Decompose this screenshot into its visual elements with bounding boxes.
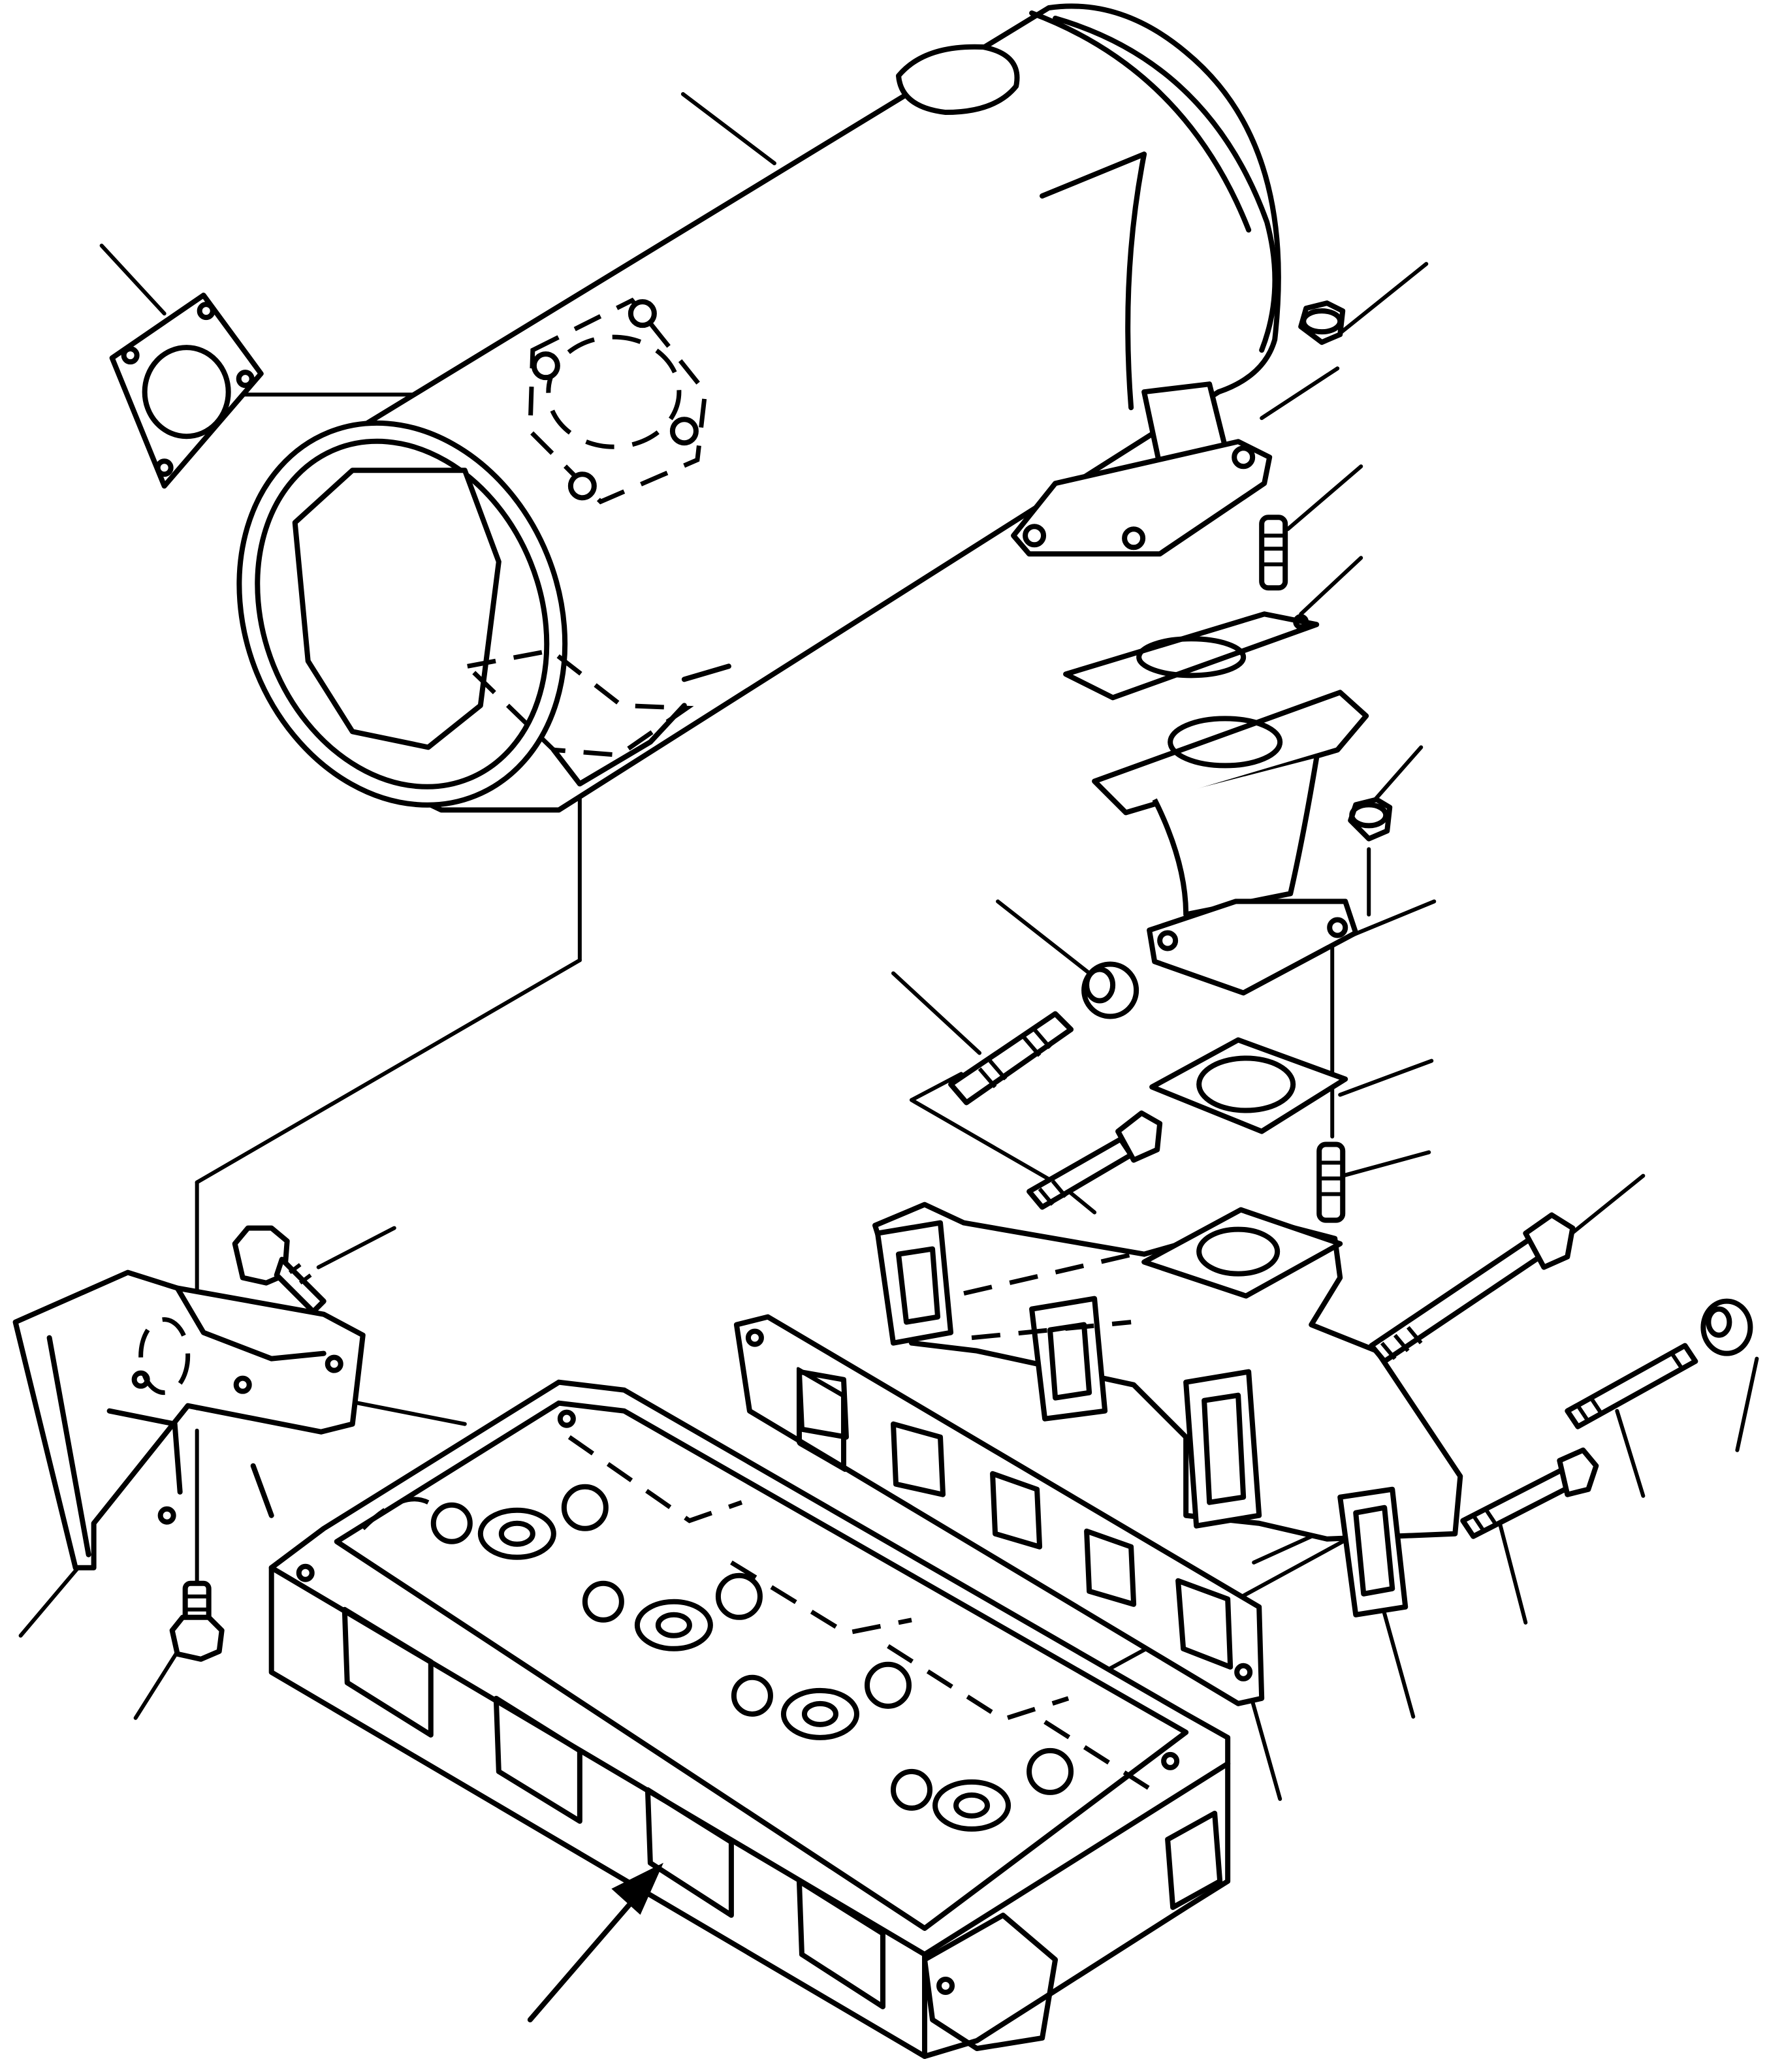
flange-bolt-middle [1027,1110,1163,1210]
gasket-lower [1149,1037,1348,1134]
flange-bolt-bracket [232,1225,326,1315]
washer-nut [1081,961,1139,1019]
muffler-inlet-gasket [109,293,264,489]
flange-bolt-bottom [169,1580,225,1662]
washer-right [1700,1298,1753,1356]
exhaust-manifold [872,1202,1463,1618]
flange-bolt-lower [1460,1447,1599,1539]
stud-right [1565,1343,1698,1429]
muffler [236,3,1281,813]
stud-long [948,1011,1074,1106]
stud-upper [1259,515,1288,591]
exhaust-elbow [1092,690,1369,996]
view-direction-arrow [527,1862,663,2022]
flange-nut-elbow [1348,797,1393,842]
flange-bolt-long [1369,1212,1576,1364]
stud-lower [1316,1141,1346,1223]
cylinder-head [268,1379,1231,2059]
muffler-bracket [12,1269,366,1570]
manifold-gasket [733,1314,1265,1706]
gasket-upper [1063,611,1320,701]
leader-lines [18,92,1759,1801]
flange-nut-top [1298,300,1346,345]
